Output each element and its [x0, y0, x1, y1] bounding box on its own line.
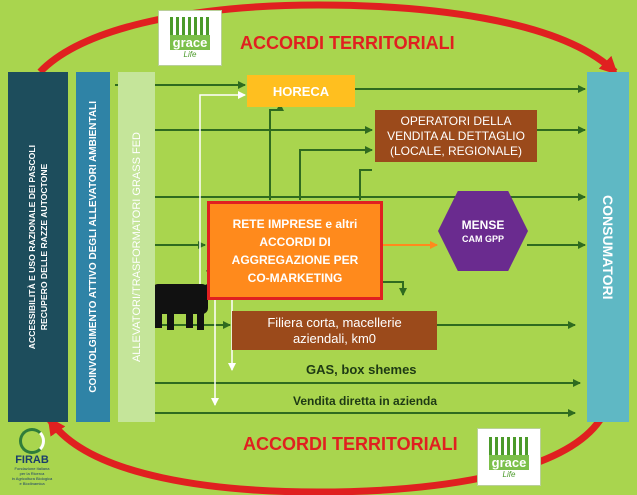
box-operatori: OPERATORI DELLA VENDITA AL DETTAGLIO (LO…: [375, 110, 537, 162]
firab-line2: per la Ricerca: [19, 471, 45, 476]
column-pascoli-line2: RECUPERO DELLE RAZZE AUTOCTONE: [39, 163, 49, 331]
box-mense-line2: CAM GPP: [461, 234, 504, 244]
title-accordi-top: ACCORDI TERRITORIALI: [240, 33, 455, 53]
box-operatori-line3: (LOCALE, REGIONALE): [389, 143, 523, 158]
label-gas: GAS, box shemes: [306, 362, 417, 377]
column-allevatori-ambientali-label: COINVOLGIMENTO ATTIVO DEGLI ALLEVATORI A…: [87, 101, 99, 393]
box-rete-line3: AGGREGAZIONE PER: [231, 252, 359, 267]
logo-grace-bottom: grace Life: [477, 428, 541, 486]
column-grass-fed: ALLEVATORI/TRASFORMATORI GRASS FED: [118, 72, 155, 422]
box-filiera-corta: Filiera corta, macellerie aziendali, km0: [232, 311, 437, 350]
firab-line1: Fondazione Italiana: [14, 466, 50, 471]
logo-firab: FIRAB Fondazione Italiana per la Ricerca…: [6, 428, 58, 492]
box-operatori-line1: OPERATORI DELLA: [400, 113, 512, 128]
box-rete-line4: CO-MARKETING: [247, 270, 343, 285]
box-horeca: HORECA: [247, 75, 355, 107]
firab-line3: in Agricoltura Biologica: [11, 476, 53, 481]
column-pascoli: ACCESSIBILITÀ E USO RAZIONALE DEI PASCOL…: [8, 72, 68, 422]
logo-grace-top: grace Life: [158, 10, 222, 66]
title-accordi-bottom: ACCORDI TERRITORIALI: [243, 434, 458, 454]
box-operatori-line2: VENDITA AL DETTAGLIO: [387, 128, 525, 143]
grass-icon: [170, 17, 210, 35]
column-consumatori: CONSUMATORI: [587, 72, 629, 422]
red-arc-top-arrow: [37, 1, 618, 75]
label-vendita-diretta: Vendita diretta in azienda: [293, 394, 438, 408]
column-pascoli-line1: ACCESSIBILITÀ E USO RAZIONALE DEI PASCOL…: [27, 144, 37, 350]
firab-mark-icon: [19, 428, 45, 454]
box-filiera-line2: aziendali, km0: [292, 330, 377, 346]
box-horeca-label: HORECA: [272, 83, 330, 99]
firab-name: FIRAB: [15, 454, 49, 466]
box-mense-line1: MENSE: [461, 218, 505, 232]
logo-grace-bottom-word: grace: [488, 455, 530, 470]
logo-grace-top-word: grace: [169, 35, 211, 50]
box-rete-line2: ACCORDI DI: [259, 234, 331, 249]
firab-line4: e Biodinamica: [19, 481, 45, 486]
logo-grace-bottom-sub: Life: [502, 470, 516, 479]
column-grass-fed-label: ALLEVATORI/TRASFORMATORI GRASS FED: [130, 131, 143, 363]
box-filiera-line1: Filiera corta, macellerie: [267, 314, 402, 330]
box-mense: MENSE CAM GPP: [438, 191, 528, 271]
column-consumatori-label: CONSUMATORI: [600, 194, 616, 300]
column-allevatori-ambientali: COINVOLGIMENTO ATTIVO DEGLI ALLEVATORI A…: [76, 72, 110, 422]
box-rete-imprese: RETE IMPRESE e altri ACCORDI DI AGGREGAZ…: [207, 201, 383, 300]
logo-grace-top-sub: Life: [183, 50, 197, 59]
grass-icon: [489, 437, 529, 455]
box-rete-line1: RETE IMPRESE e altri: [232, 216, 358, 231]
